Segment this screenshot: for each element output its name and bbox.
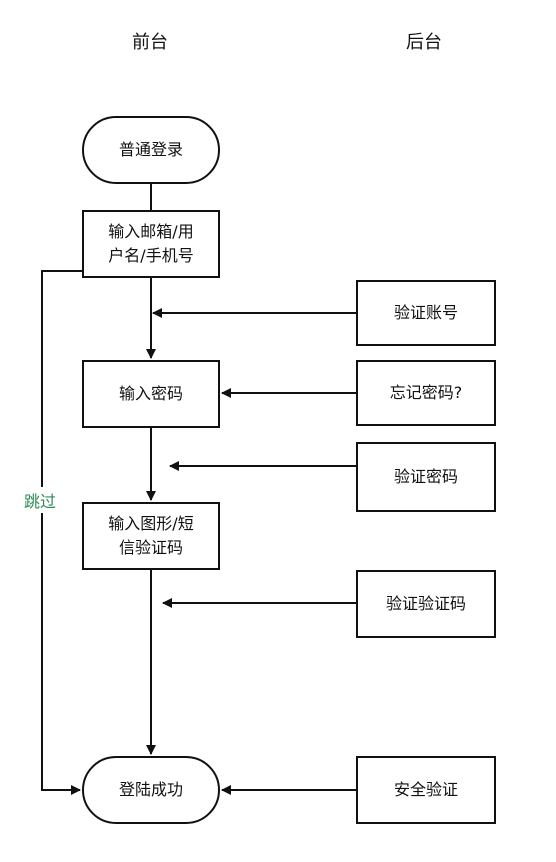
backend-forgot-password: 忘记密码? — [356, 360, 496, 426]
lane-title-frontend: 前台 — [132, 32, 168, 53]
process-enter-captcha: 输入图形/短 信验证码 — [82, 502, 220, 570]
process-enter-password-label: 输入密码 — [118, 384, 183, 403]
process-enter-password: 输入密码 — [82, 360, 220, 428]
process-enter-account: 输入邮箱/用 户名/手机号 — [82, 210, 220, 278]
backend-forgot-password-label: 忘记密码? — [389, 383, 463, 402]
backend-verify-account-label: 验证账号 — [393, 303, 458, 322]
process-enter-captcha-label: 输入图形/短 信验证码 — [108, 514, 194, 557]
backend-verify-password-label: 验证密码 — [393, 467, 458, 486]
lane-title-backend: 后台 — [406, 32, 442, 53]
backend-verify-code-label: 验证验证码 — [385, 594, 466, 613]
edge-skip-path — [41, 270, 82, 795]
end-node-login-success: 登陆成功 — [82, 756, 220, 824]
backend-security-check: 安全验证 — [356, 756, 496, 824]
backend-verify-code: 验证验证码 — [356, 570, 496, 638]
backend-verify-account: 验证账号 — [356, 280, 496, 346]
backend-security-check-label: 安全验证 — [393, 780, 458, 799]
start-node-label: 普通登录 — [118, 140, 183, 159]
end-node-label: 登陆成功 — [118, 780, 183, 799]
backend-verify-password: 验证密码 — [356, 442, 496, 512]
start-node-normal-login: 普通登录 — [82, 116, 220, 184]
skip-edge-label: 跳过 — [24, 487, 57, 513]
process-enter-account-label: 输入邮箱/用 户名/手机号 — [108, 222, 194, 265]
